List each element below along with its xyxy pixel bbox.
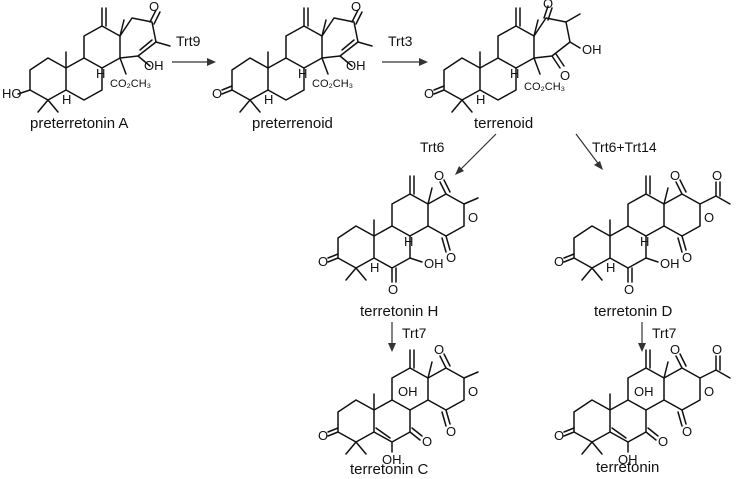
atom-label: H: [476, 92, 485, 107]
atom-label: H: [264, 92, 273, 107]
arrowhead-icon: [207, 58, 216, 66]
structure-terretonin-d: O O OH H H O O O O: [554, 168, 731, 297]
atom-label: OH: [346, 58, 366, 73]
atom-label: O: [704, 210, 714, 225]
arrowhead-icon: [638, 343, 646, 352]
arrowhead-icon: [419, 58, 428, 66]
atom-label: CO₂CH₃: [524, 81, 565, 93]
atom-label: O: [554, 254, 564, 269]
atom-label: O: [712, 168, 722, 183]
atom-label: O: [682, 424, 692, 439]
atom-label: O: [422, 434, 432, 449]
atom-label: H: [370, 260, 379, 275]
enzyme-label-trt6-trt14: Trt6+Trt14: [592, 139, 657, 155]
atom-label: O: [446, 250, 456, 265]
atom-label: H: [404, 234, 413, 249]
atom-label: H: [510, 66, 519, 81]
atom-label: OH: [618, 452, 638, 467]
atom-label: OH: [634, 384, 654, 399]
atom-label: O: [670, 342, 680, 357]
arrowhead-icon: [455, 166, 464, 175]
arrowhead-icon: [388, 343, 396, 352]
atom-label: O: [468, 384, 478, 399]
atom-label: O: [712, 342, 722, 357]
enzyme-label-trt6: Trt6: [420, 139, 445, 155]
compound-label-terretonin-c: terretonin C: [350, 461, 429, 478]
atom-label: O: [670, 168, 680, 183]
enzyme-label-trt7: Trt7: [652, 325, 677, 341]
atom-label: O: [318, 254, 328, 269]
reaction-arrow: [575, 133, 601, 167]
atom-label: H: [640, 234, 649, 249]
atom-label: OH: [582, 42, 602, 57]
enzyme-label-trt3: Trt3: [388, 33, 413, 49]
atom-label: OH: [660, 256, 680, 271]
atom-label: OH: [398, 384, 418, 399]
atom-label: O: [318, 428, 328, 443]
atom-label: O: [446, 424, 456, 439]
atom-label: HO: [2, 86, 22, 101]
enzyme-label-trt9: Trt9: [176, 33, 201, 49]
atom-label: O: [434, 342, 444, 357]
atom-label: H: [62, 92, 71, 107]
atom-label: O: [543, 0, 553, 11]
structure-terretonin: O OH O OH O O O O: [554, 342, 731, 467]
atom-label: O: [149, 0, 159, 14]
atom-label: O: [351, 0, 361, 14]
structure-terretonin-h: O O OH H H O O O: [318, 168, 479, 297]
atom-label: H: [96, 66, 105, 81]
atom-label: O: [554, 428, 564, 443]
atom-label: O: [468, 210, 478, 225]
structure-terretonin-c: O OH O OH O O O: [318, 342, 479, 467]
atom-label: O: [624, 282, 634, 297]
atom-label: CO₂CH₃: [110, 78, 151, 90]
atom-label: O: [212, 86, 222, 101]
compound-label-terretonin-h: terretonin H: [360, 303, 438, 320]
atom-label: H: [606, 260, 615, 275]
atom-label: O: [424, 86, 434, 101]
structure-preterrenoid: O H H O OH CO₂CH₃: [212, 0, 373, 113]
atom-label: O: [682, 250, 692, 265]
atom-label: O: [658, 434, 668, 449]
compound-label-preterretonin-a: preterretonin A: [30, 115, 128, 132]
structure-terrenoid: O H H O O OH CO₂CH₃: [424, 0, 602, 113]
atom-label: OH: [424, 256, 444, 271]
compound-label-terretonin: terretonin: [596, 459, 659, 476]
atom-label: OH: [144, 58, 164, 73]
compound-label-terretonin-d: terretonin D: [594, 303, 673, 320]
atom-label: CO₂CH₃: [312, 78, 353, 90]
arrowhead-icon: [594, 161, 603, 170]
atom-label: O: [560, 68, 570, 83]
reaction-arrow: [457, 133, 497, 173]
atom-label: H: [298, 66, 307, 81]
compound-label-terrenoid: terrenoid: [474, 115, 533, 132]
atom-label: O: [388, 282, 398, 297]
structure-preterretonin-a: HO H H O OH CO₂CH₃: [2, 0, 171, 113]
enzyme-label-trt7: Trt7: [402, 325, 427, 341]
atom-label: O: [434, 168, 444, 183]
atom-label: OH: [382, 452, 402, 467]
compound-label-preterrenoid: preterrenoid: [252, 115, 333, 132]
atom-label: O: [704, 384, 714, 399]
